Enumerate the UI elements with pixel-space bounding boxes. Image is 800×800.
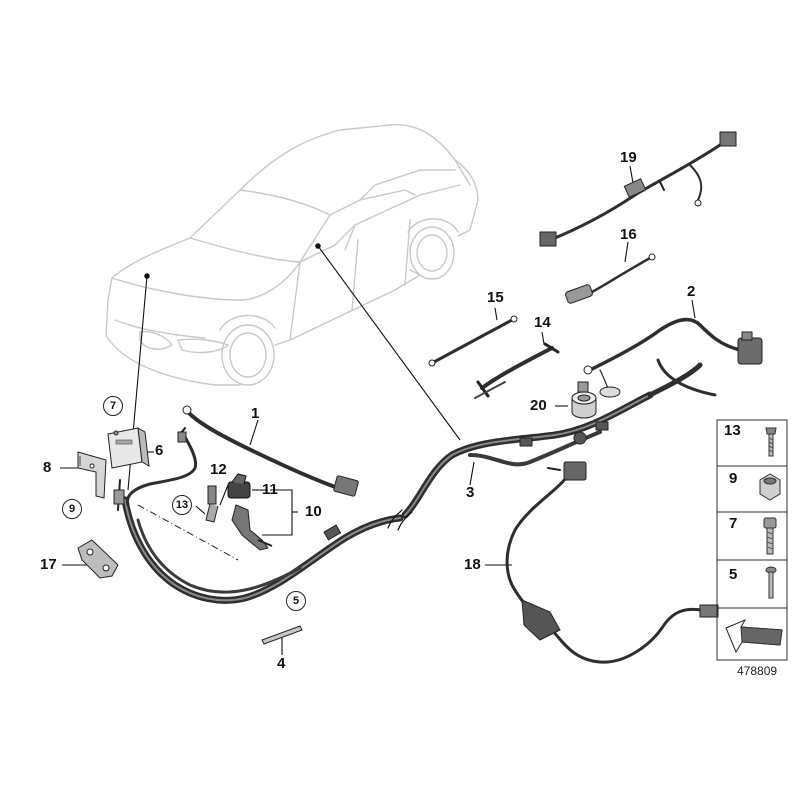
nut-9-icon [759, 473, 781, 501]
callout-7: 7 [103, 396, 123, 416]
cable-1 [182, 405, 359, 497]
car-outline [105, 124, 479, 386]
direction-arrow-icon [725, 618, 783, 654]
part-17-plate [77, 539, 119, 579]
part-6-control-unit [107, 427, 150, 469]
callout-14: 14 [534, 314, 551, 331]
callout-18: 18 [464, 556, 481, 573]
callout-10: 10 [305, 503, 322, 520]
leader-lines [60, 165, 696, 655]
legend-number-13: 13 [724, 422, 741, 439]
callout-4: 4 [277, 655, 286, 672]
callout-6: 6 [155, 442, 164, 459]
callout-9: 9 [62, 499, 82, 519]
callout-13: 13 [172, 495, 192, 515]
legend-number-7: 7 [729, 515, 738, 532]
callout-16: 16 [620, 226, 637, 243]
callout-12: 12 [210, 461, 227, 478]
dashdot-line [137, 504, 239, 561]
part-4-strip [261, 625, 303, 645]
main-cable-harness [121, 358, 717, 604]
part-18-harness [505, 461, 719, 664]
part-16-cable [565, 253, 656, 304]
part-20-grommet [571, 381, 597, 419]
part-15-cable [428, 315, 518, 367]
legend-number-5: 5 [729, 566, 738, 583]
callout-17: 17 [40, 556, 57, 573]
legend-number-9: 9 [729, 470, 738, 487]
part-14-cable [474, 342, 560, 399]
callout-3: 3 [466, 484, 475, 501]
callout-5: 5 [286, 591, 306, 611]
parts-10-11-12 [205, 473, 273, 551]
fastener-legend [716, 419, 788, 661]
cable-loop [113, 427, 198, 511]
document-number: 478809 [737, 664, 778, 678]
callout-2: 2 [687, 283, 696, 300]
bolt-7-icon [763, 517, 777, 555]
callout-11: 11 [262, 481, 278, 498]
callout-1: 1 [251, 405, 260, 422]
callout-19: 19 [620, 149, 637, 166]
callout-8: 8 [43, 459, 52, 476]
cable-2 [583, 317, 763, 398]
part-19-harness [539, 131, 737, 247]
callout-15: 15 [487, 289, 504, 306]
part-8-bracket [77, 451, 107, 499]
rivet-5-icon [765, 566, 777, 599]
callout-20: 20 [530, 397, 547, 414]
screw-13-icon [765, 427, 777, 457]
